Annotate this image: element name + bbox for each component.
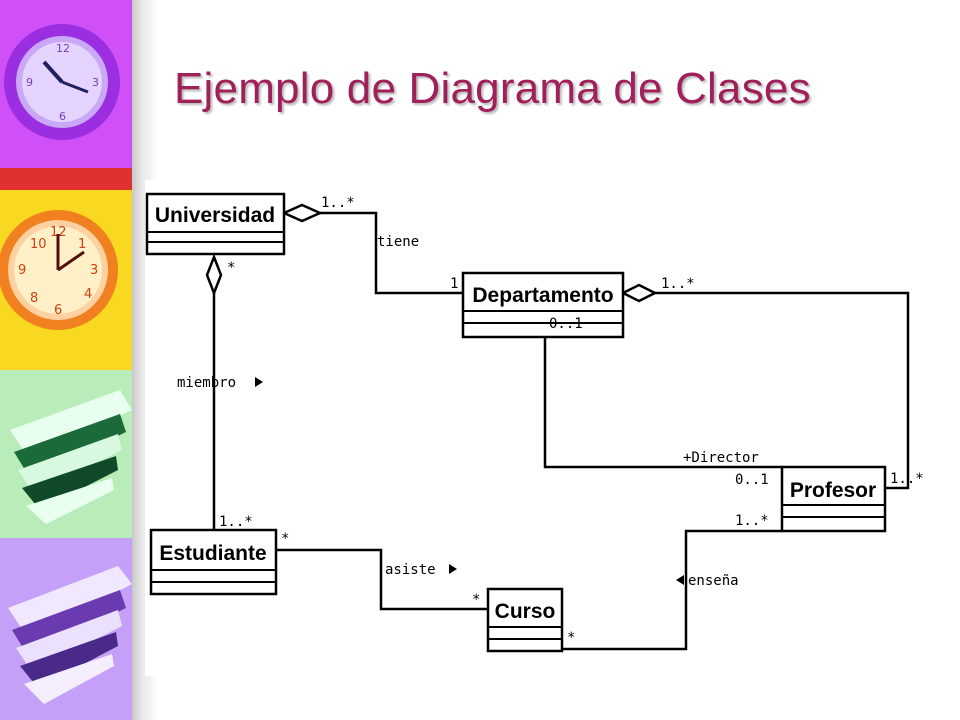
mult-est-curso: * xyxy=(281,531,289,547)
svg-text:12: 12 xyxy=(56,42,70,55)
attr-departamento: 0..1 xyxy=(549,316,583,332)
aggregation-diamond-departamento-profesor xyxy=(620,283,658,303)
svg-text:6: 6 xyxy=(59,110,66,123)
role-director: +Director xyxy=(683,450,759,466)
label-asiste: asiste xyxy=(385,562,436,578)
mult-dept-prof: 1..* xyxy=(661,276,695,292)
label-tiene: tiene xyxy=(377,234,419,250)
mult-curso-est: * xyxy=(472,592,480,608)
svg-text:9: 9 xyxy=(18,263,26,278)
class-diagram: Universidad Departamento Profesor Estudi… xyxy=(145,180,945,676)
svg-text:9: 9 xyxy=(26,76,33,89)
svg-text:3: 3 xyxy=(92,76,99,89)
class-profesor: Profesor xyxy=(780,465,887,533)
class-name-universidad: Universidad xyxy=(155,204,275,227)
mult-uni-dept-departamento: 1 xyxy=(450,276,458,292)
mult-uni-dept-universidad: 1..* xyxy=(321,195,355,211)
mult-curso-prof: * xyxy=(567,630,575,646)
label-ensena: enseña xyxy=(688,573,739,589)
class-departamento: Departamento xyxy=(461,271,625,339)
class-name-departamento: Departamento xyxy=(472,284,613,307)
mult-uni-est-universidad: * xyxy=(227,260,235,276)
svg-text:6: 6 xyxy=(54,303,62,318)
class-curso: Curso xyxy=(486,587,564,653)
aggregation-diamond-universidad-estudiante xyxy=(205,253,223,297)
assoc-universidad-departamento xyxy=(320,211,463,295)
assoc-director xyxy=(543,337,782,469)
direction-arrow-asiste xyxy=(449,564,457,574)
svg-text:4: 4 xyxy=(84,287,92,302)
aggregation-diamond-universidad-departamento xyxy=(280,203,324,223)
clock-image-yellow: 12 3 6 9 10 1 4 8 xyxy=(0,190,132,370)
label-miembro: miembro xyxy=(177,375,236,391)
svg-text:12: 12 xyxy=(50,225,67,240)
assoc-curso-profesor xyxy=(562,529,782,651)
mult-est-uni: 1..* xyxy=(219,514,253,530)
class-name-estudiante: Estudiante xyxy=(159,542,266,565)
mult-prof-curso: 1..* xyxy=(735,513,769,529)
book-image-lavender xyxy=(0,538,132,720)
svg-text:8: 8 xyxy=(30,291,38,306)
class-name-profesor: Profesor xyxy=(790,479,876,502)
assoc-departamento-profesor xyxy=(655,291,910,490)
svg-text:3: 3 xyxy=(90,263,98,278)
slide-title: Ejemplo de Diagrama de Clases xyxy=(174,64,811,113)
class-estudiante: Estudiante xyxy=(149,528,278,596)
mult-director: 0..1 xyxy=(735,472,769,488)
assoc-estudiante-curso xyxy=(276,548,488,611)
book-image-green xyxy=(0,370,132,538)
svg-text:1: 1 xyxy=(78,237,86,252)
direction-arrow-miembro xyxy=(255,377,263,387)
clock-image-purple: 12 3 6 9 xyxy=(0,0,132,190)
decorative-sidebar: 12 3 6 9 12 3 6 9 10 1 4 8 xyxy=(0,0,132,720)
svg-text:10: 10 xyxy=(30,237,47,252)
mult-prof-dept: 1..* xyxy=(890,471,924,487)
class-name-curso: Curso xyxy=(495,600,556,623)
direction-arrow-ensena xyxy=(676,575,684,585)
class-universidad: Universidad xyxy=(145,192,286,256)
